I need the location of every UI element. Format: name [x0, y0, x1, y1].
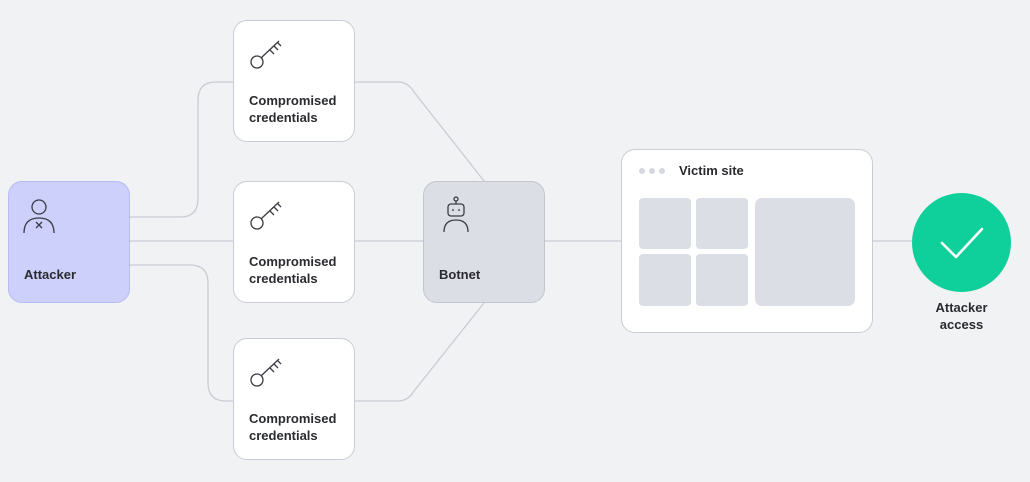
window-dot: [649, 168, 655, 174]
botnet-label: Botnet: [439, 267, 481, 282]
user-x-icon: [21, 196, 57, 241]
check-icon: [940, 227, 984, 259]
content-tile: [696, 198, 748, 249]
connector-attacker-cred3: [130, 264, 233, 402]
content-tile: [639, 198, 691, 249]
connector-cred1-botnet: [355, 81, 485, 182]
victim-site-title: Victim site: [679, 163, 744, 178]
attacker-access-node: [912, 193, 1011, 292]
window-dot: [659, 168, 665, 174]
content-panel: [755, 198, 855, 306]
key-icon: [246, 35, 286, 80]
window-dots: [639, 168, 665, 174]
credentials-node-3: Compromised credentials: [233, 338, 355, 460]
credentials-node-1: Compromised credentials: [233, 20, 355, 142]
content-tile: [696, 254, 748, 306]
credentials-label: Compromised credentials: [249, 254, 337, 286]
connector-attacker-cred1: [130, 81, 233, 218]
credentials-label: Compromised credentials: [249, 411, 337, 443]
key-icon: [246, 353, 286, 398]
connector-cred3-botnet: [355, 302, 485, 402]
robot-icon: [436, 196, 476, 241]
botnet-node: Botnet: [423, 181, 545, 303]
credentials-node-2: Compromised credentials: [233, 181, 355, 303]
attacker-node: Attacker: [8, 181, 130, 303]
content-tile: [639, 254, 691, 306]
victim-site-window: Victim site: [621, 149, 873, 333]
window-dot: [639, 168, 645, 174]
attacker-access-label: Attacker access: [935, 300, 988, 332]
credentials-label: Compromised credentials: [249, 93, 337, 125]
key-icon: [246, 196, 286, 241]
attacker-label: Attacker: [24, 267, 77, 282]
